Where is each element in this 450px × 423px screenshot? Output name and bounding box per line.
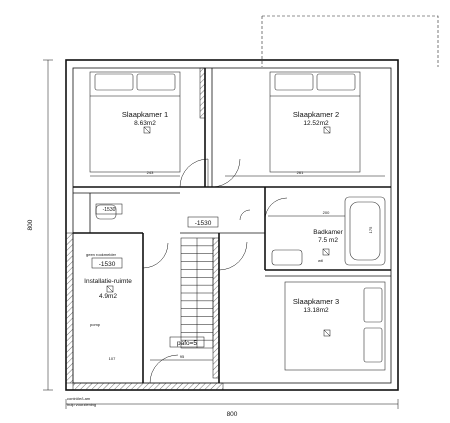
dim-bath-w: 200 [323,210,330,215]
door-storage [142,242,169,269]
bed-bedroom1 [89,71,181,173]
pump-label: pomp [90,322,101,327]
legend-line-1: contrôle/Lam [67,396,91,401]
legend-line-2: hulp voorziening [67,402,96,407]
dim-total-height: 800 [27,219,34,230]
roof-outline [261,15,439,67]
bed-bedroom2 [269,71,361,173]
wall-hatch-bottom [72,382,224,391]
ceiling-label-2: -1530 [195,220,212,227]
room-area-bathroom: 7.5 m2 [318,237,338,244]
door-bathroom [264,197,288,221]
room-name-bedroom1: Slaapkamer 1 [122,110,168,119]
room-name-bedroom2: Slaapkamer 2 [293,110,339,119]
outer-wall-inner [72,67,392,384]
staircase [180,237,214,349]
door-bedroom1 [179,158,209,188]
room-area-storage: 4.9m2 [99,293,117,300]
dim-bed1: 243 [147,170,154,175]
sink-label: wtl [318,258,323,263]
dim-bath-h: 175 [368,226,373,233]
dimension-lines [43,59,399,409]
dim-corridor: 95 [180,354,185,359]
bath-sink [271,249,303,266]
room-area-bedroom2: 12.52m2 [303,120,329,127]
door-bottom [149,354,179,384]
door-small [239,209,251,221]
door-bedroom2 [211,158,241,188]
bed-bedroom3 [284,281,386,371]
outer-wall [65,59,399,391]
bathtub [344,196,386,266]
room-name-bedroom3: Slaapkamer 3 [293,297,339,306]
dim-total-width: 800 [227,411,238,418]
wall-hatch-left [65,232,74,384]
vent-note: geen rookmelder [86,252,117,257]
room-name-bathroom: Badkamer [313,229,343,236]
wall-hatch-partition-2 [212,237,220,379]
ceiling-label-1: -1530 [99,261,116,268]
dim-stair: 107 [109,356,116,361]
ceiling-label-3: -1530 [103,207,116,213]
room-area-bedroom3: 13.18m2 [303,307,329,314]
room-name-storage: Installatie-ruimte [84,278,132,285]
dim-bed2: 261 [297,170,304,175]
door-bedroom3 [218,241,248,271]
smoke-detector-icon [106,126,331,337]
sump-label: pafo=5 [177,340,197,347]
room-area-bedroom1: 8.63m2 [134,120,156,127]
